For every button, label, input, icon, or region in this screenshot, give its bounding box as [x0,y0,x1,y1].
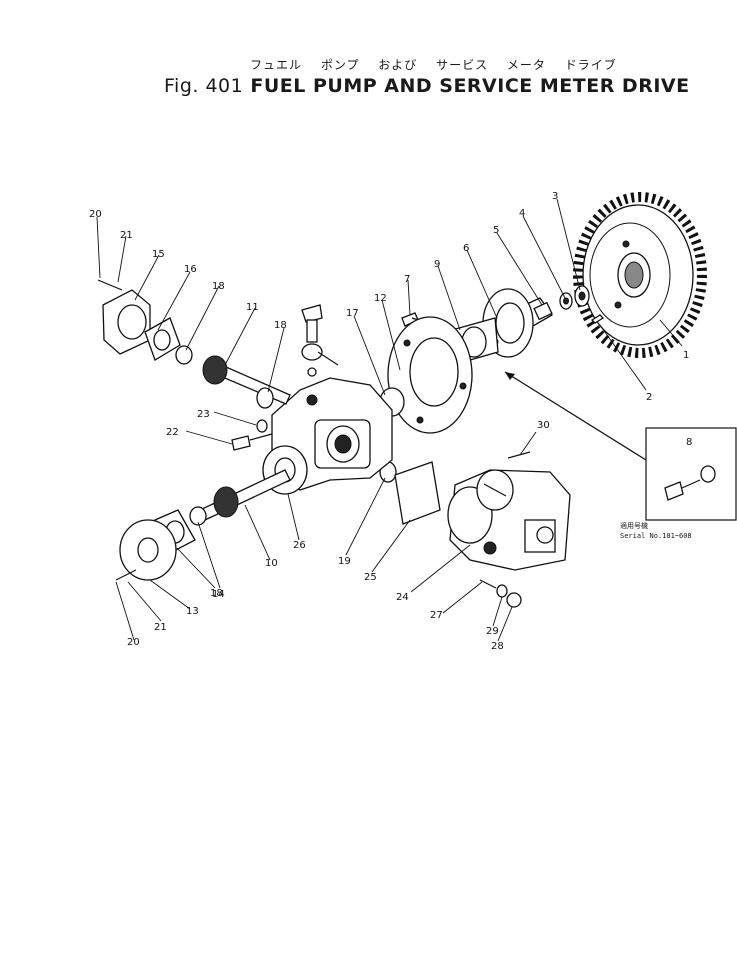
callout-25: 25 [364,572,377,583]
callout-8: 8 [686,437,692,448]
lower-cover [119,519,177,581]
figure-number: Fig. 401 [164,75,244,97]
meter-drive-gasket [394,461,441,525]
drive-gear [573,192,707,358]
callout-15: 15 [152,249,165,260]
callout-1: 1 [683,350,689,361]
callout-27: 27 [430,610,443,621]
banjo-fitting [301,304,339,377]
bushing-lower [189,506,207,526]
callout-11: 11 [246,302,259,313]
callout-18b: 18 [212,281,225,292]
lower-bolt [115,569,137,581]
meter-washer [496,584,508,598]
gear-key [590,314,605,324]
drive-gear-shaft [202,355,291,409]
callout-16: 16 [184,264,197,275]
lower-gear-shaft [199,469,291,521]
inset-arrow [504,371,647,461]
service-meter-drive [447,469,571,571]
callout-18a: 18 [274,320,287,331]
title-english: Fig. 401 FUEL PUMP AND SERVICE METER DRI… [164,75,689,97]
leader-lines [96,198,683,642]
pump-flange-plate [387,316,473,434]
meter-clip [506,592,522,608]
callout-26: 26 [293,540,306,551]
callout-18c: 18 [210,588,223,599]
figure-title: FUEL PUMP AND SERVICE METER DRIVE [250,75,690,97]
upper-cover [102,289,151,355]
callout-10: 10 [265,558,278,569]
title-japanese: フュエル ポンプ および サービス メータ ドライブ [250,58,617,72]
meter-bolt [479,579,497,589]
callout-17: 17 [346,308,359,319]
callout-20a: 20 [89,209,102,220]
inset-box [645,427,737,521]
callout-20b: 20 [127,637,140,648]
callout-21a: 21 [120,230,133,241]
pump-body [262,377,393,495]
callout-7: 7 [404,274,410,285]
callout-22: 22 [166,427,179,438]
callout-21b: 21 [154,622,167,633]
callout-9: 9 [434,259,440,270]
callouts: 1 2 3 4 5 6 7 8 9 10 11 12 13 14 15 16 1… [89,191,692,652]
callout-23: 23 [197,409,210,420]
callout-3: 3 [552,191,558,202]
inset-applicability-label: 適用号機 [620,522,648,530]
callout-28: 28 [491,641,504,652]
pin [507,451,531,459]
callout-14: 14 [212,589,225,600]
callout-6: 6 [463,243,469,254]
inset-serial-range: Serial No.101~608 [620,532,692,540]
callout-29: 29 [486,626,499,637]
callout-13: 13 [186,606,199,617]
body-bolt [231,433,273,451]
callout-2: 2 [646,392,652,403]
body-washer [256,419,268,433]
bushing-upper [175,345,193,365]
gear-washer [574,285,590,307]
callout-4: 4 [519,208,525,219]
callout-24: 24 [396,592,409,603]
gear-nut [559,292,573,310]
callout-19: 19 [338,556,351,567]
callout-30: 30 [537,420,550,431]
callout-12: 12 [374,293,387,304]
upper-bolt [97,279,123,291]
callout-5: 5 [493,225,499,236]
